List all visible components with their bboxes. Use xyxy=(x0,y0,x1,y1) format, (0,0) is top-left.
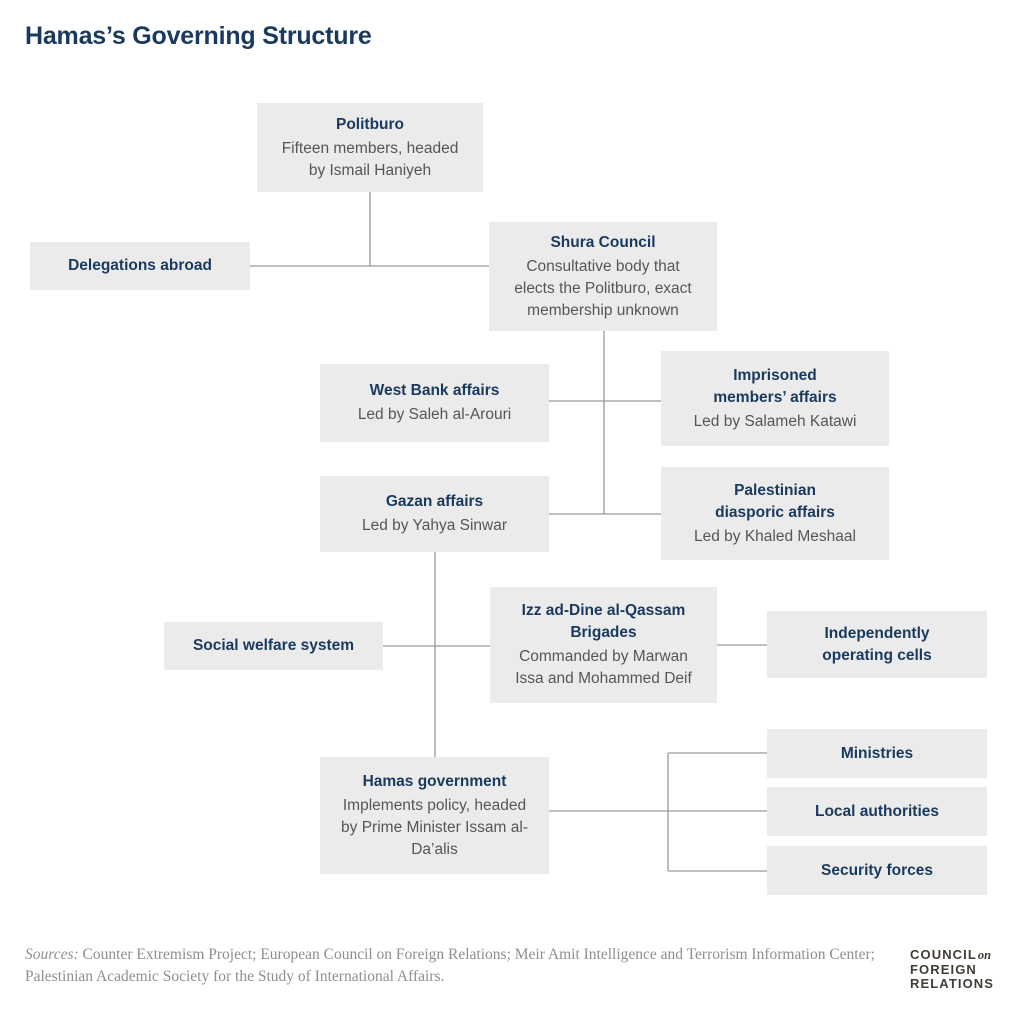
sources-note: Sources: Counter Extremism Project; Euro… xyxy=(25,944,875,988)
sources-label: Sources: xyxy=(25,946,79,963)
node-qassam-brigades: Izz ad-Dine al-Qassam Brigades Commanded… xyxy=(490,587,717,703)
cfr-logo-line-1: COUNCILon xyxy=(910,947,994,963)
cfr-logo-line-3: RELATIONS xyxy=(910,976,995,992)
node-ministries-title: Ministries xyxy=(840,744,914,762)
node-shura-council-subtitle: Consultative body that elects the Politb… xyxy=(514,257,692,319)
cfr-logo-line-2: FOREIGN xyxy=(910,961,977,977)
node-security-forces-title: Security forces xyxy=(821,861,933,879)
title-line-1: Palestinian xyxy=(734,481,816,499)
title-line-1: Independently xyxy=(824,624,930,642)
node-hamas-government-title: Hamas government xyxy=(362,772,507,790)
node-ministries: Ministries xyxy=(767,729,987,778)
cfr-logo: COUNCILon FOREIGN RELATIONS xyxy=(910,947,995,992)
title-line-2: diasporic affairs xyxy=(715,503,835,521)
title-line-2: Brigades xyxy=(570,624,637,641)
node-imprisoned-members-affairs-title: Imprisoned members’ affairs xyxy=(713,365,836,409)
node-local-authorities: Local authorities xyxy=(767,787,987,836)
cfr-logo-on: on xyxy=(977,948,992,962)
node-delegations-abroad: Delegations abroad xyxy=(30,242,250,290)
title-line-2: members’ affairs xyxy=(713,388,837,406)
node-politburo-title: Politburo xyxy=(335,115,405,133)
node-independently-operating-cells-title: Independently operating cells xyxy=(822,623,931,667)
node-social-welfare-system-title: Social welfare system xyxy=(192,637,355,654)
node-local-authorities-title: Local authorities xyxy=(814,802,940,820)
sources-text: Counter Extremism Project; European Coun… xyxy=(25,946,875,985)
node-shura-council: Shura Council Consultative body that ele… xyxy=(489,222,717,331)
node-politburo-subtitle: Fifteen members, headed by Ismail Haniye… xyxy=(281,139,459,179)
node-west-bank-affairs-title: West Bank affairs xyxy=(369,382,500,399)
cfr-logo-council: COUNCIL xyxy=(910,947,977,962)
node-imprisoned-members-affairs: Imprisoned members’ affairs Led by Salam… xyxy=(661,351,889,446)
node-west-bank-affairs-subtitle: Led by Saleh al-Arouri xyxy=(357,406,512,423)
title-line-1: Imprisoned xyxy=(733,366,817,384)
node-hamas-government: Hamas government Implements policy, head… xyxy=(320,757,549,874)
title-line-2: operating cells xyxy=(822,646,932,664)
node-gazan-affairs-title: Gazan affairs xyxy=(385,493,484,510)
node-shura-council-title: Shura Council xyxy=(550,233,656,251)
node-palestinian-diasporic-affairs: Palestinian diasporic affairs Led by Kha… xyxy=(661,467,889,560)
page-title: Hamas’s Governing Structure xyxy=(25,22,372,50)
node-politburo: Politburo Fifteen members, headed by Ism… xyxy=(257,103,483,192)
node-qassam-brigades-subtitle: Commanded by Marwan Issa and Mohammed De… xyxy=(515,648,692,687)
node-social-welfare-system: Social welfare system xyxy=(164,622,383,670)
node-gazan-affairs: Gazan affairs Led by Yahya Sinwar xyxy=(320,476,549,552)
node-west-bank-affairs: West Bank affairs Led by Saleh al-Arouri xyxy=(320,364,549,442)
node-independently-operating-cells: Independently operating cells xyxy=(767,611,987,678)
node-gazan-affairs-subtitle: Led by Yahya Sinwar xyxy=(361,517,508,534)
node-delegations-abroad-title: Delegations abroad xyxy=(68,257,212,274)
title-line-1: Izz ad-Dine al-Qassam xyxy=(521,602,686,619)
node-palestinian-diasporic-affairs-subtitle: Led by Khaled Meshaal xyxy=(693,527,856,545)
node-imprisoned-members-affairs-subtitle: Led by Salameh Katawi xyxy=(693,412,857,430)
node-qassam-brigades-title: Izz ad-Dine al-Qassam Brigades xyxy=(522,600,686,644)
node-security-forces: Security forces xyxy=(767,846,987,895)
node-hamas-government-subtitle: Implements policy, headed by Prime Minis… xyxy=(341,796,528,858)
node-palestinian-diasporic-affairs-title: Palestinian diasporic affairs xyxy=(715,480,835,524)
